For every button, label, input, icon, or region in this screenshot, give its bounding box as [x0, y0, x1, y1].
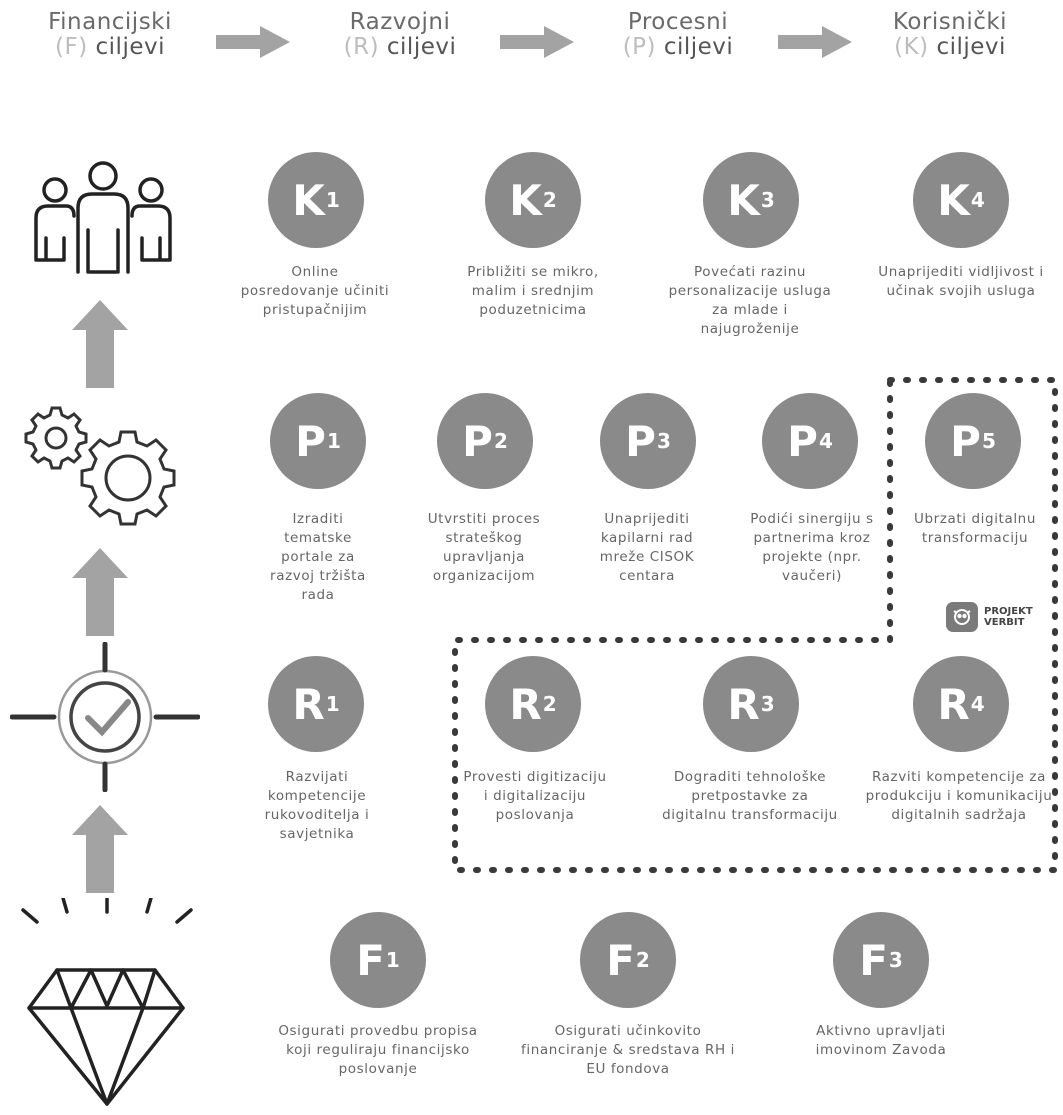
header-financial-tail: ciljevi — [95, 34, 165, 60]
arrow-right-icon — [216, 26, 290, 58]
arrow-up-icon — [72, 300, 128, 388]
goal-text-p3: Unaprijediti kapilarni rad mreže CISOK c… — [599, 511, 695, 584]
header-development-code: (R) — [343, 34, 380, 60]
goal-text-f3: Aktivno upravljati imovinom Zavoda — [815, 1023, 947, 1058]
goal-text-p2: Utvrstiti proces strateškog upravljanja … — [427, 511, 541, 584]
goal-text-f1: Osigurati provedbu propisa koji regulira… — [278, 1023, 478, 1077]
people-icon — [34, 161, 172, 274]
goal-text-r1: Razvijati kompetencije rukovoditelja i s… — [264, 769, 370, 842]
goal-text-r4: Razviti kompetencije za produkciju i kom… — [865, 769, 1053, 823]
arrow-right-icon — [778, 26, 852, 58]
brand-line2: VERBIT — [984, 617, 1025, 628]
header-user-code: (K) — [894, 34, 929, 60]
arrow-up-icon — [72, 548, 128, 636]
header-process-code: (P) — [622, 34, 657, 60]
brand-logo-icon — [946, 602, 978, 632]
brand-line1: PROJEKT — [984, 606, 1033, 617]
diamond-icon — [21, 898, 193, 1106]
header-development-tail: ciljevi — [386, 34, 457, 60]
goal-text-k1: Online posredovanje učiniti pristupačnij… — [240, 264, 390, 318]
header-user: Korisnički (K) ciljevi — [860, 10, 1040, 60]
goal-text-k3: Povećati razinu personalizacije usluga z… — [668, 264, 832, 337]
header-financial-code: (F) — [55, 34, 88, 60]
target-check-icon — [10, 642, 200, 792]
gears-icon — [24, 406, 176, 526]
arrow-up-icon — [72, 805, 128, 893]
header-process-tail: ciljevi — [663, 34, 734, 60]
header-development: Razvojni (R) ciljevi — [320, 10, 480, 60]
header-process-word: Procesni — [627, 9, 729, 35]
goal-text-f2: Osigurati učinkovito financiranje & sred… — [521, 1023, 735, 1077]
goal-text-p1: Izraditi tematske portale za razvoj trži… — [270, 511, 366, 603]
header-user-tail: ciljevi — [936, 34, 1006, 60]
header-development-word: Razvojni — [349, 9, 451, 35]
goal-text-k2: Približiti se mikro, malim i srednjim po… — [467, 264, 599, 318]
header-process: Procesni (P) ciljevi — [598, 10, 758, 60]
goal-text-p5: Ubrzati digitalnu transformaciju — [914, 511, 1036, 546]
goal-text-p4: Podići sinergiju s partnerima kroz proje… — [750, 511, 874, 584]
goal-text-r3: Dograditi tehnološke pretpostavke za dig… — [662, 769, 838, 823]
goal-text-r2: Provesti digitizaciju i digitalizaciju p… — [463, 769, 607, 823]
header-financial: Financijski (F) ciljevi — [25, 10, 195, 60]
arrow-right-icon — [500, 26, 574, 58]
header-financial-word: Financijski — [48, 9, 172, 35]
goal-text-k4: Unaprijediti vidljivost i učinak svojih … — [878, 264, 1044, 299]
header-user-word: Korisnički — [892, 9, 1008, 35]
